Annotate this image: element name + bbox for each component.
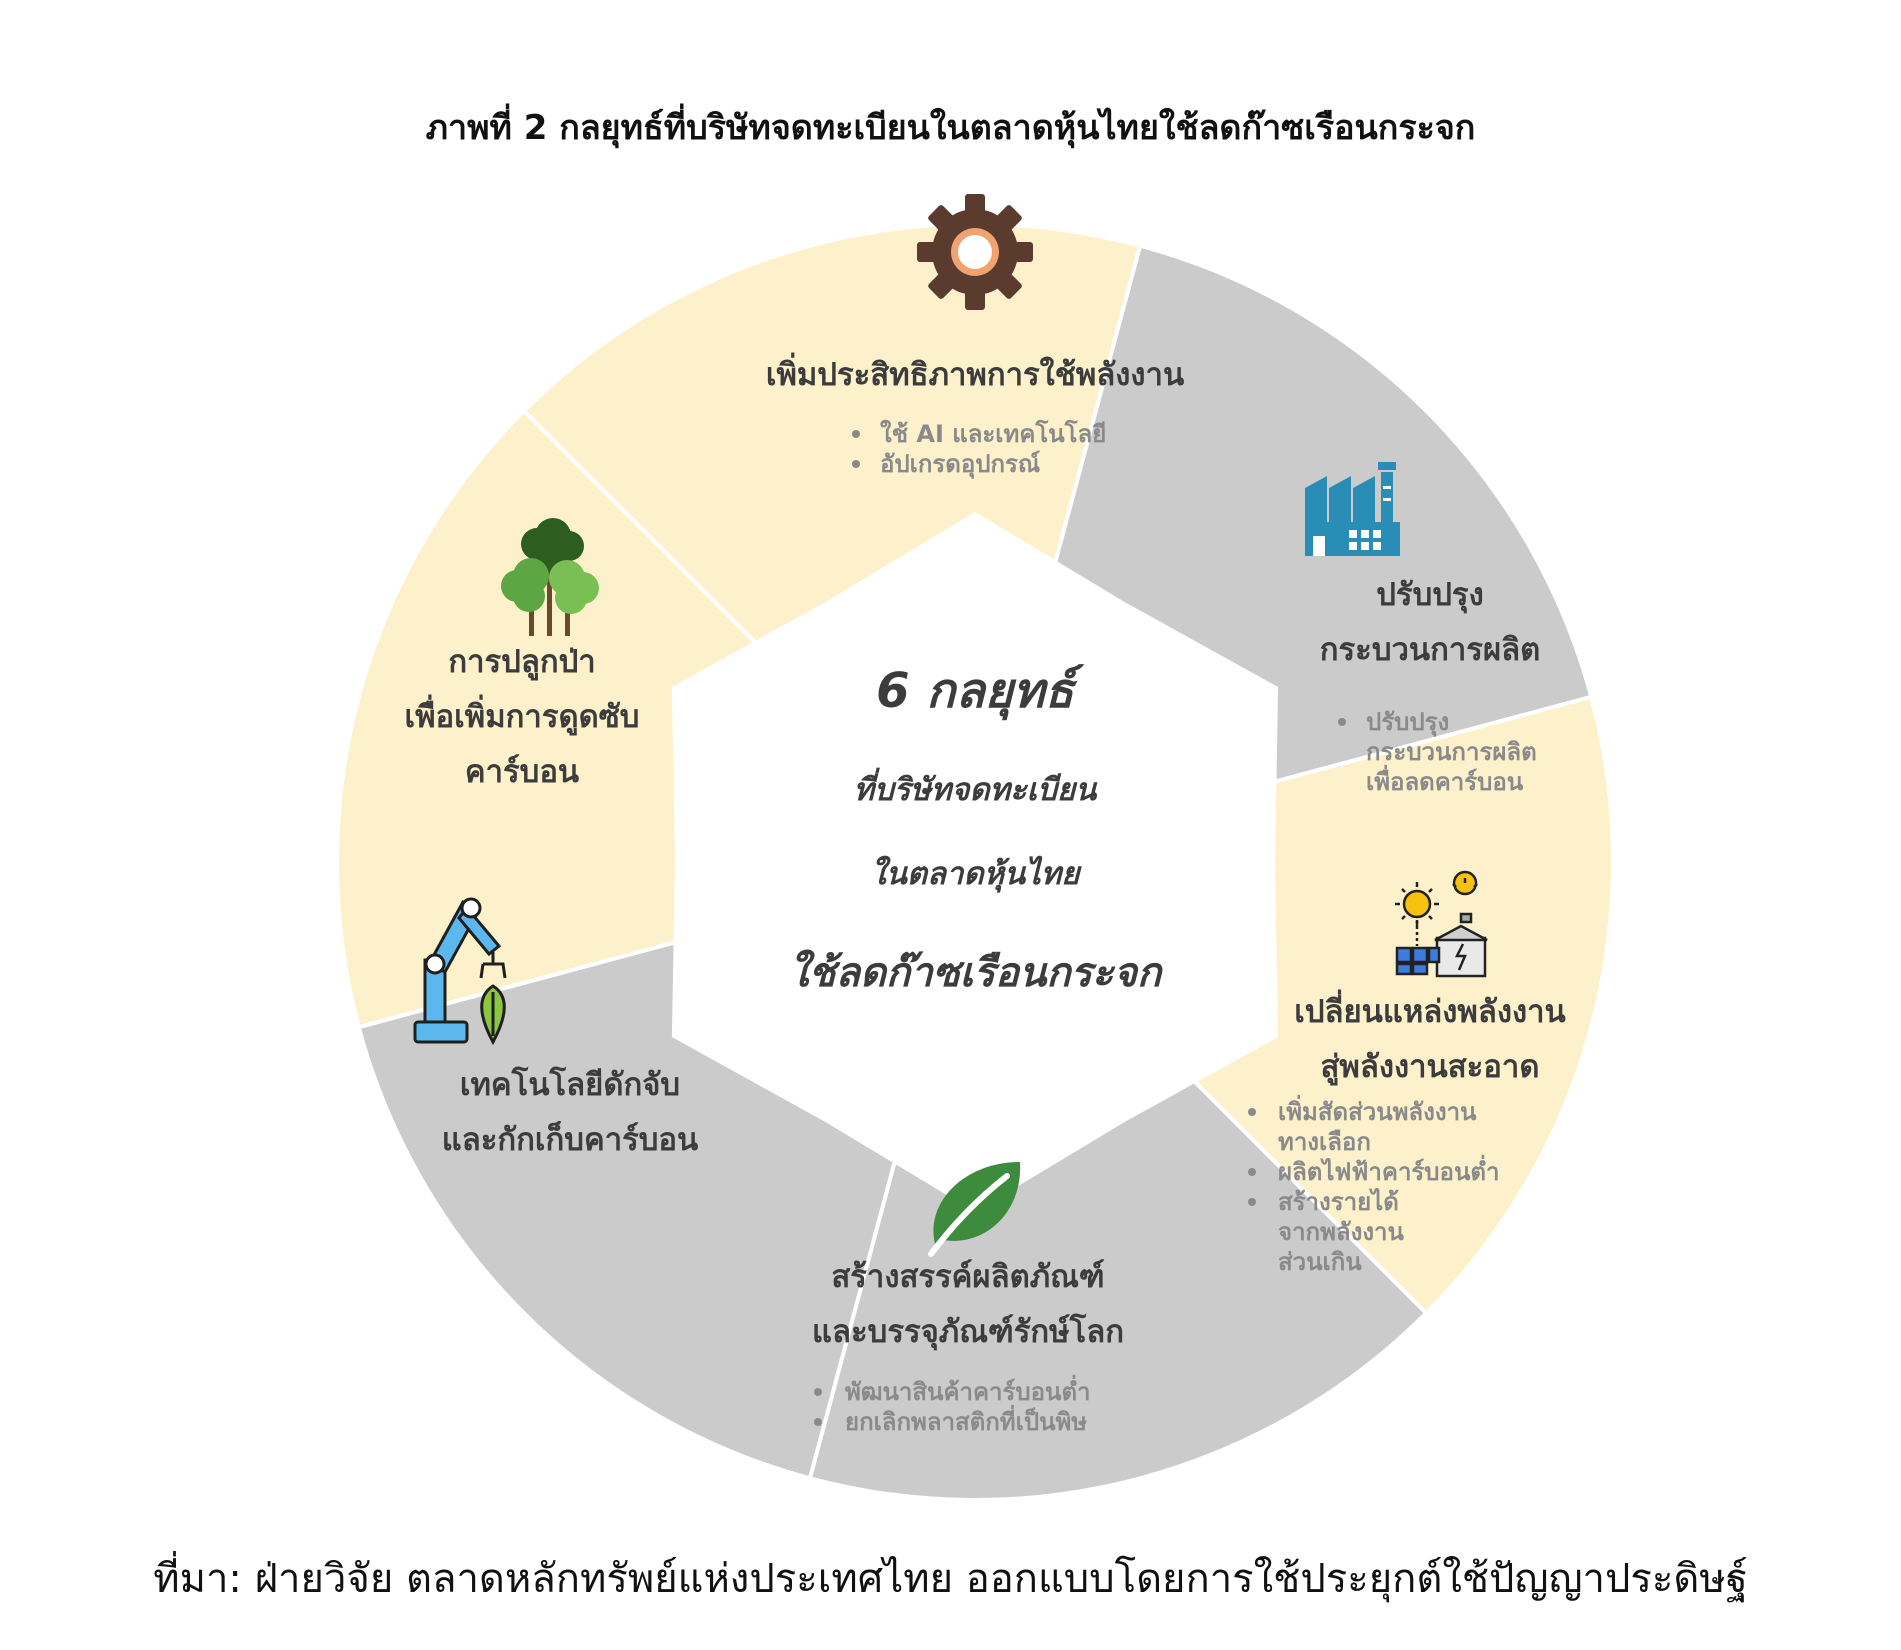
segment-bullet: ผลิตไฟฟ้าคาร์บอนต่ำ (1278, 1154, 1499, 1186)
segment-energy-efficiency: เพิ่มประสิทธิภาพการใช้พลังงาน ใช้ AI และ… (766, 352, 1184, 480)
center-line-3: ในตลาดหุ้นไทย (871, 855, 1083, 893)
segment-bullet: ส่วนเกิน (1278, 1248, 1362, 1276)
segment-title: สู่พลังงานสะอาด (1321, 1049, 1540, 1086)
bullet-dot (814, 1418, 822, 1426)
segment-clean-energy: เปลี่ยนแหล่งพลังงาน สู่พลังงานสะอาด เพิ่… (1248, 989, 1566, 1276)
icons (413, 194, 1488, 1257)
bullet-dot (1248, 1168, 1256, 1176)
bullet-dot (1248, 1198, 1256, 1206)
segment-bullet: ยกเลิกพลาสติกที่เป็นพิษ (845, 1404, 1087, 1436)
bullet-dot (814, 1388, 822, 1396)
factory-icon (1305, 462, 1400, 556)
gear-icon (917, 194, 1033, 310)
figure-source-note: ที่มา: ฝ่ายวิจัย ตลาดหลักทรัพย์แห่งประเท… (153, 1556, 1748, 1602)
center-starburst (671, 512, 1279, 1212)
segment-title: และกักเก็บคาร์บอน (442, 1120, 699, 1158)
center-line-1: 6 กลยุทธ์ (876, 663, 1085, 721)
center-line-2: ที่บริษัทจดทะเบียน (854, 767, 1098, 808)
leaf-icon (928, 1162, 1021, 1257)
segment-title: ปรับปรุง (1376, 577, 1483, 614)
segment-title: เปลี่ยนแหล่งพลังงาน (1294, 989, 1565, 1030)
segment-title: และบรรจุภัณฑ์รักษ์โลก (812, 1313, 1124, 1351)
segment-reforestation: การปลูกป่า เพื่อเพิ่มการดูดซับ คาร์บอน (405, 644, 640, 790)
segment-bullet: ทางเลือก (1278, 1128, 1371, 1156)
segment-green-products: สร้างสรรค์ผลิตภัณฑ์ และบรรจุภัณฑ์รักษ์โล… (812, 1259, 1124, 1436)
segment-title: การปลูกป่า (448, 644, 595, 681)
tree-icon (501, 518, 599, 636)
solar-energy-icon (1395, 870, 1488, 978)
center-line-4: ใช้ลดก๊าซเรือนกระจก (789, 949, 1164, 996)
segment-bullet: พัฒนาสินค้าคาร์บอนต่ำ (845, 1374, 1091, 1406)
segment-bullet: ใช้ AI และเทคโนโลยี (880, 419, 1106, 448)
segment-title: สร้างสรรค์ผลิตภัณฑ์ (831, 1259, 1104, 1295)
segment-title: กระบวนการผลิต (1320, 632, 1540, 668)
bullet-dot (852, 460, 860, 468)
segment-bullet: อัปเกรดอุปกรณ์ (880, 450, 1040, 480)
segment-bullet: จากพลังงาน (1278, 1218, 1405, 1246)
segment-bullet: เพิ่มสัดส่วนพลังงาน (1278, 1094, 1477, 1126)
segment-bullet: กระบวนการผลิต (1366, 738, 1537, 766)
bullet-dot (1338, 718, 1346, 726)
segment-title: เทคโนโลยีดักจับ (460, 1066, 680, 1103)
segment-process-improvement: ปรับปรุง กระบวนการผลิต ปรับปรุง กระบวนกา… (1320, 577, 1540, 796)
robot-arm-icon (413, 897, 507, 1046)
bullet-dot (1248, 1108, 1256, 1116)
bullet-dot (852, 430, 860, 438)
segment-title: คาร์บอน (465, 754, 579, 790)
segment-carbon-capture: เทคโนโลยีดักจับ และกักเก็บคาร์บอน (442, 1066, 699, 1158)
segment-title: เพิ่มประสิทธิภาพการใช้พลังงาน (766, 352, 1184, 393)
center-label: 6 กลยุทธ์ ที่บริษัทจดทะเบียน ในตลาดหุ้นไ… (789, 663, 1164, 996)
figure-title: ภาพที่ 2 กลยุทธ์ที่บริษัทจดทะเบียนในตลาด… (425, 108, 1476, 148)
segment-bullet: เพื่อลดคาร์บอน (1366, 764, 1524, 796)
segment-title: เพื่อเพิ่มการดูดซับ (405, 694, 640, 736)
segment-bullet: ปรับปรุง (1366, 708, 1449, 738)
segment-bullet: สร้างรายได้ (1278, 1187, 1399, 1216)
